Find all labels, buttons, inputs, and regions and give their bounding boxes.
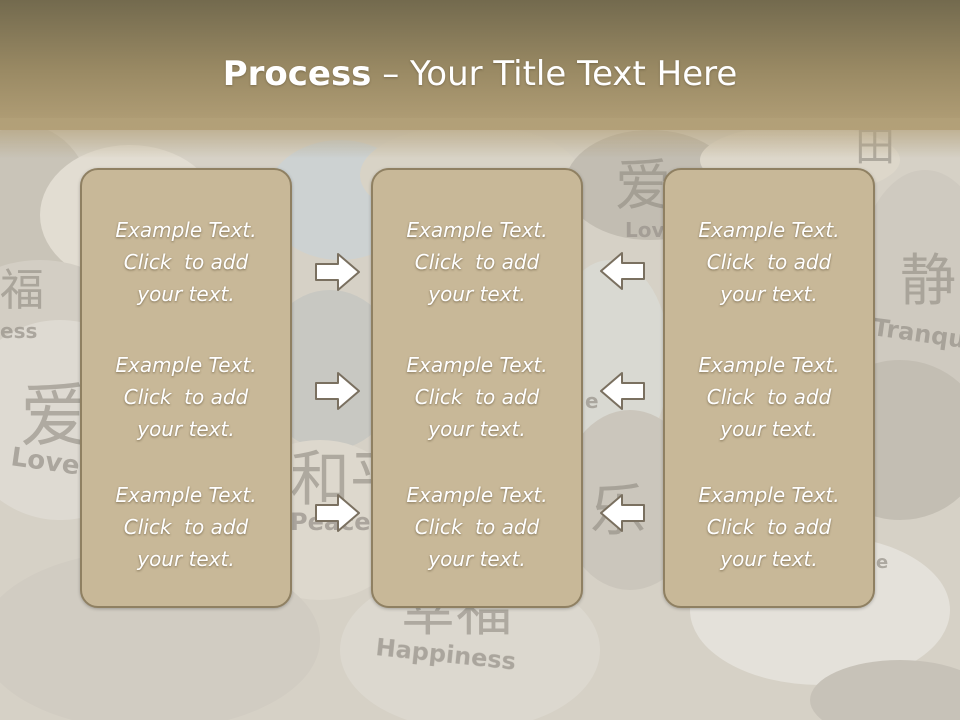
text-line: Example Text. xyxy=(698,483,840,507)
panel-1-text-block-2[interactable]: Example Text. Click to add your text. xyxy=(82,349,290,445)
text-line: Click to add xyxy=(706,515,832,539)
panel-2-text-block-1[interactable]: Example Text. Click to add your text. xyxy=(373,214,581,310)
slide-title[interactable]: Process – Your Title Text Here xyxy=(0,52,960,96)
panel-1-text-block-3[interactable]: Example Text. Click to add your text. xyxy=(82,479,290,575)
text-line: Click to add xyxy=(414,250,540,274)
right-arrow-icon xyxy=(315,494,360,532)
text-line: your text. xyxy=(428,417,526,441)
text-line: Example Text. xyxy=(406,218,548,242)
process-panel-3: Example Text. Click to add your text. Ex… xyxy=(663,168,875,608)
panel-2-text-block-3[interactable]: Example Text. Click to add your text. xyxy=(373,479,581,575)
text-line: Example Text. xyxy=(406,483,548,507)
text-line: your text. xyxy=(137,547,235,571)
panel-3-text-block-2[interactable]: Example Text. Click to add your text. xyxy=(665,349,873,445)
text-line: Click to add xyxy=(706,250,832,274)
glyph-fortune-left: 福 xyxy=(0,265,44,316)
text-line: your text. xyxy=(720,282,818,306)
right-arrow-icon xyxy=(315,253,360,291)
process-panel-1: Example Text. Click to add your text. Ex… xyxy=(80,168,292,608)
engraved-word-fragment-mid: e xyxy=(585,389,599,413)
title-band-fade xyxy=(0,118,960,158)
slide-title-bold: Process xyxy=(222,54,372,94)
engraved-word-fragment-left: ess xyxy=(0,319,37,343)
glyph-calm: 静 xyxy=(900,249,956,314)
text-line: your text. xyxy=(720,417,818,441)
text-line: your text. xyxy=(720,547,818,571)
text-line: Example Text. xyxy=(115,483,257,507)
engraved-word-fragment-right: e xyxy=(876,552,888,573)
panel-3-text-block-3[interactable]: Example Text. Click to add your text. xyxy=(665,479,873,575)
text-line: Example Text. xyxy=(406,353,548,377)
text-line: Click to add xyxy=(123,250,249,274)
text-line: Click to add xyxy=(123,515,249,539)
panel-2-text-block-2[interactable]: Example Text. Click to add your text. xyxy=(373,349,581,445)
slide-title-rest: – Your Title Text Here xyxy=(371,54,738,94)
text-line: Click to add xyxy=(414,515,540,539)
text-line: Click to add xyxy=(706,385,832,409)
text-line: your text. xyxy=(428,547,526,571)
glyph-love-top: 爱 xyxy=(615,154,671,219)
text-line: Example Text. xyxy=(115,218,257,242)
glyph-love-left: 爱 xyxy=(20,375,90,457)
right-arrow-icon xyxy=(315,372,360,410)
text-line: Click to add xyxy=(414,385,540,409)
text-line: Click to add xyxy=(123,385,249,409)
panel-1-text-block-1[interactable]: Example Text. Click to add your text. xyxy=(82,214,290,310)
panel-3-text-block-1[interactable]: Example Text. Click to add your text. xyxy=(665,214,873,310)
text-line: your text. xyxy=(137,417,235,441)
left-arrow-icon xyxy=(600,372,645,410)
process-panel-2: Example Text. Click to add your text. Ex… xyxy=(371,168,583,608)
left-arrow-icon xyxy=(600,494,645,532)
text-line: Example Text. xyxy=(115,353,257,377)
text-line: Example Text. xyxy=(698,218,840,242)
left-arrow-icon xyxy=(600,252,645,290)
text-line: your text. xyxy=(137,282,235,306)
text-line: your text. xyxy=(428,282,526,306)
title-band xyxy=(0,0,960,130)
text-line: Example Text. xyxy=(698,353,840,377)
